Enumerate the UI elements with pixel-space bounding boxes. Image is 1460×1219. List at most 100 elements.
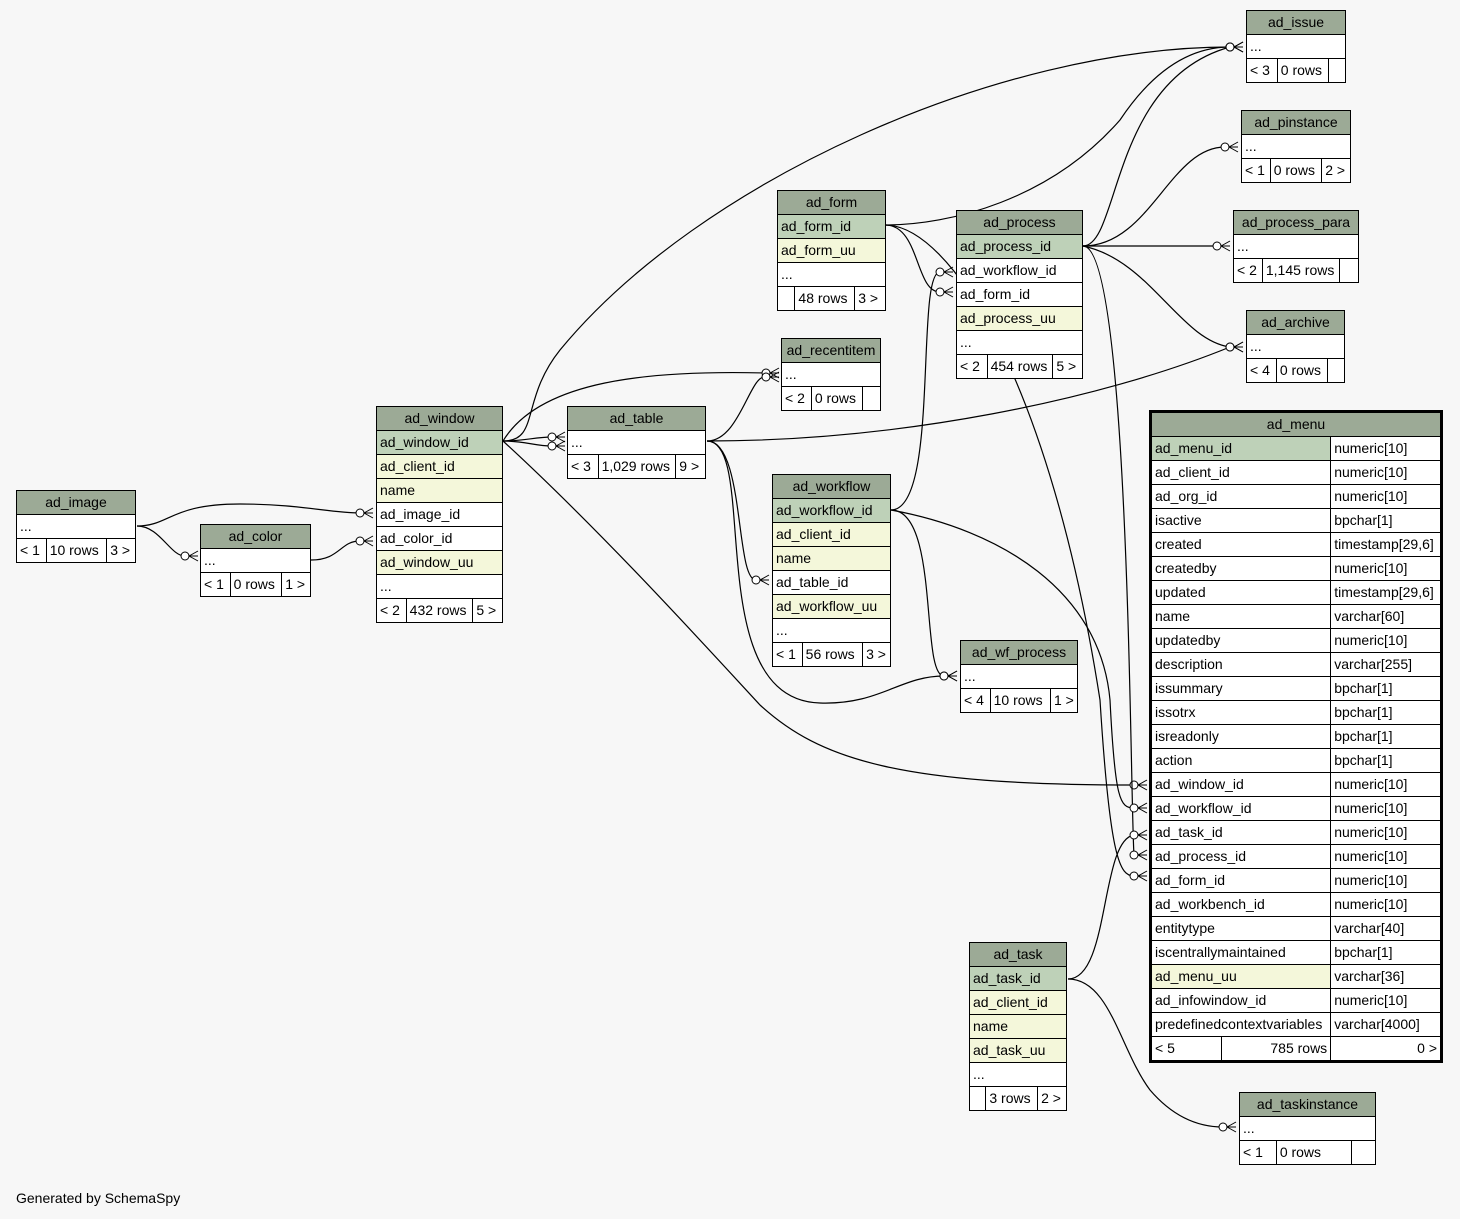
parents-count[interactable]: < 3 <box>1246 58 1278 83</box>
table-title[interactable]: ad_color <box>200 524 311 549</box>
column-row[interactable]: ... <box>16 514 136 539</box>
column-row[interactable]: name <box>772 546 891 571</box>
column-row[interactable]: ... <box>1246 334 1345 359</box>
table-title[interactable]: ad_recentitem <box>781 338 881 363</box>
column-name[interactable]: isreadonly <box>1150 724 1332 749</box>
column-name[interactable]: ad_menu_uu <box>1150 964 1332 989</box>
table-title[interactable]: ad_window <box>376 406 503 431</box>
parents-count[interactable]: < 1 <box>772 642 803 667</box>
table-title[interactable]: ad_archive <box>1246 310 1345 335</box>
column-row[interactable]: ad_process_id <box>956 234 1083 259</box>
column-name[interactable]: action <box>1150 748 1332 773</box>
parents-count[interactable]: < 2 <box>956 354 988 379</box>
column-name[interactable]: issotrx <box>1150 700 1332 725</box>
table-title[interactable]: ad_issue <box>1246 10 1346 35</box>
column-row[interactable]: ad_client_id <box>772 522 891 547</box>
column-name[interactable]: created <box>1150 532 1332 557</box>
parents-count[interactable]: < 5 <box>1150 1036 1223 1061</box>
children-count[interactable]: 1 > <box>281 572 311 597</box>
parents-count[interactable]: < 3 <box>567 454 599 479</box>
column-row[interactable]: ... <box>376 574 503 599</box>
column-name[interactable]: updated <box>1150 580 1332 605</box>
column-row[interactable]: ad_window_uu <box>376 550 503 575</box>
parents-count[interactable]: < 2 <box>781 386 812 411</box>
table-title[interactable]: ad_form <box>777 190 886 215</box>
children-count[interactable]: 1 > <box>1050 688 1078 713</box>
column-name[interactable]: ad_menu_id <box>1150 436 1332 461</box>
table-title[interactable]: ad_wf_process <box>960 640 1078 665</box>
table-title[interactable]: ad_table <box>567 406 706 431</box>
column-row[interactable]: ad_workflow_id <box>772 498 891 523</box>
parents-count[interactable]: < 2 <box>376 598 407 623</box>
column-name[interactable]: ad_org_id <box>1150 484 1332 509</box>
table-title[interactable]: ad_process <box>956 210 1083 235</box>
column-row[interactable]: ... <box>1239 1116 1376 1141</box>
column-name[interactable]: createdby <box>1150 556 1332 581</box>
column-row[interactable]: ... <box>956 330 1083 355</box>
column-row[interactable]: ... <box>960 664 1078 689</box>
column-row[interactable]: ... <box>772 618 891 643</box>
column-name[interactable]: ad_workbench_id <box>1150 892 1332 917</box>
column-name[interactable]: issummary <box>1150 676 1332 701</box>
children-count[interactable] <box>1338 258 1360 283</box>
column-row[interactable]: ... <box>969 1062 1067 1087</box>
column-row[interactable]: name <box>969 1014 1067 1039</box>
column-row[interactable]: ad_color_id <box>376 526 503 551</box>
parents-count[interactable] <box>968 1086 987 1111</box>
parents-count[interactable]: < 1 <box>200 572 231 597</box>
column-row[interactable]: ad_window_id <box>376 430 503 455</box>
column-name[interactable]: isactive <box>1150 508 1332 533</box>
children-count[interactable] <box>1351 1140 1376 1165</box>
parents-count[interactable]: < 1 <box>1239 1140 1277 1165</box>
column-row[interactable]: ... <box>567 430 706 455</box>
column-name[interactable]: ad_process_id <box>1150 844 1332 869</box>
column-row[interactable]: ad_workflow_uu <box>772 594 891 619</box>
column-row[interactable]: ad_table_id <box>772 570 891 595</box>
table-title[interactable]: ad_image <box>16 490 136 515</box>
column-name[interactable]: name <box>1150 604 1332 629</box>
column-name[interactable]: iscentrallymaintained <box>1150 940 1332 965</box>
column-row[interactable]: ad_process_uu <box>956 306 1083 331</box>
children-count[interactable]: 3 > <box>854 286 886 311</box>
column-row[interactable]: ad_image_id <box>376 502 503 527</box>
column-name[interactable]: ad_workflow_id <box>1150 796 1332 821</box>
parents-count[interactable]: < 4 <box>960 688 991 713</box>
table-title[interactable]: ad_pinstance <box>1241 110 1351 135</box>
column-name[interactable]: ad_task_id <box>1150 820 1332 845</box>
parents-count[interactable]: < 1 <box>16 538 47 563</box>
children-count[interactable] <box>861 386 882 411</box>
parents-count[interactable] <box>776 286 796 311</box>
children-count[interactable] <box>1326 358 1346 383</box>
table-title[interactable]: ad_menu <box>1151 412 1441 437</box>
parents-count[interactable]: < 1 <box>1241 158 1271 183</box>
column-row[interactable]: ad_form_id <box>956 282 1083 307</box>
column-name[interactable]: description <box>1150 652 1332 677</box>
column-name[interactable]: updatedby <box>1150 628 1332 653</box>
column-name[interactable]: ad_window_id <box>1150 772 1332 797</box>
